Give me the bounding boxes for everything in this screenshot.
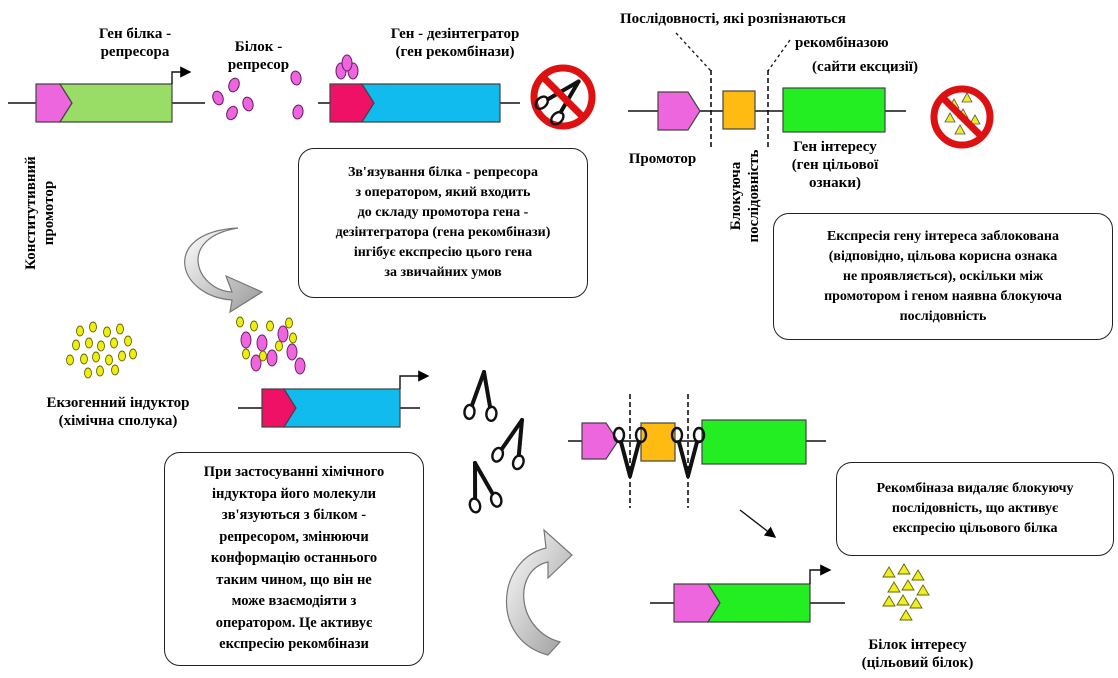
recombinase-word-label: рекомбіназою xyxy=(795,35,889,51)
repressor-proteins xyxy=(212,70,304,121)
repressor-binding-text: Зв'язування білка - репресора з оператор… xyxy=(335,165,551,280)
blocked-expression-construct xyxy=(628,32,906,148)
recombinase-gene-shape xyxy=(360,83,501,123)
recombinase-gene-construct xyxy=(318,54,520,123)
expressed-gene-construct xyxy=(650,564,845,623)
active-recombinase-construct xyxy=(238,370,430,428)
exogenous-inducer-label: Екзогенний індуктор (хімічна сполука) xyxy=(46,395,190,429)
repressor-binding-box: Зв'язування білка - репресора з оператор… xyxy=(298,148,588,298)
blocking-sequence-shape xyxy=(722,90,756,130)
expression-blocked-text: Експресія гену інтереса заблокована (від… xyxy=(824,228,1062,324)
protein-of-interest-label: Білок інтересу (цільовий білок) xyxy=(861,637,974,671)
prohibition-icon xyxy=(530,64,596,130)
recombinase-removes-box: Рекомбіназа видаляє блокуючу послідовніс… xyxy=(836,462,1114,556)
promoter-label: Промотор xyxy=(628,151,697,167)
promoter-shape xyxy=(657,91,701,131)
inducer-action-text: При застосуванні хімічного індуктора йог… xyxy=(203,464,385,653)
expression-blocked-box: Експресія гену інтереса заблокована (від… xyxy=(773,213,1113,340)
repressor-gene-label: Ген білка - репресора xyxy=(98,26,172,60)
inducer-repressor-complexes xyxy=(236,316,306,375)
excision-construct xyxy=(568,394,826,538)
recombinase-removes-text: Рекомбіназа видаляє блокуючу послідовніс… xyxy=(876,481,1074,536)
constitutive-promoter-label: Конститутивний промотор xyxy=(23,156,57,270)
repressor-gene-shape xyxy=(58,83,173,123)
repressor-protein-label: Білок - репресор xyxy=(227,39,290,73)
recombinase-gene-label: Ген - дезінтегратор (ген рекомбінази) xyxy=(390,26,520,60)
gene-of-interest-shape xyxy=(782,87,886,133)
inducer-molecules xyxy=(66,321,137,379)
recognized-sequences-label: Послідовності, які розпізнаються xyxy=(620,11,846,27)
recombinase-scissors xyxy=(457,368,540,516)
blocking-sequence-label: Блокуюча послідовність xyxy=(728,149,762,243)
transcription-arrow xyxy=(171,66,192,84)
gene-of-interest-label: Ген інтересу (ген цільової ознаки) xyxy=(791,139,879,191)
no-protein-icon xyxy=(930,85,994,149)
bound-repressor xyxy=(335,54,359,80)
target-protein-molecules xyxy=(882,563,930,621)
curved-arrow-icon xyxy=(184,227,264,314)
curved-arrow-icon xyxy=(505,528,573,656)
repressor-gene-construct xyxy=(8,66,205,123)
inducer-action-box: При застосуванні хімічного індуктора йог… xyxy=(164,452,424,666)
excision-sites-label: (сайти ексцизії) xyxy=(812,59,918,75)
